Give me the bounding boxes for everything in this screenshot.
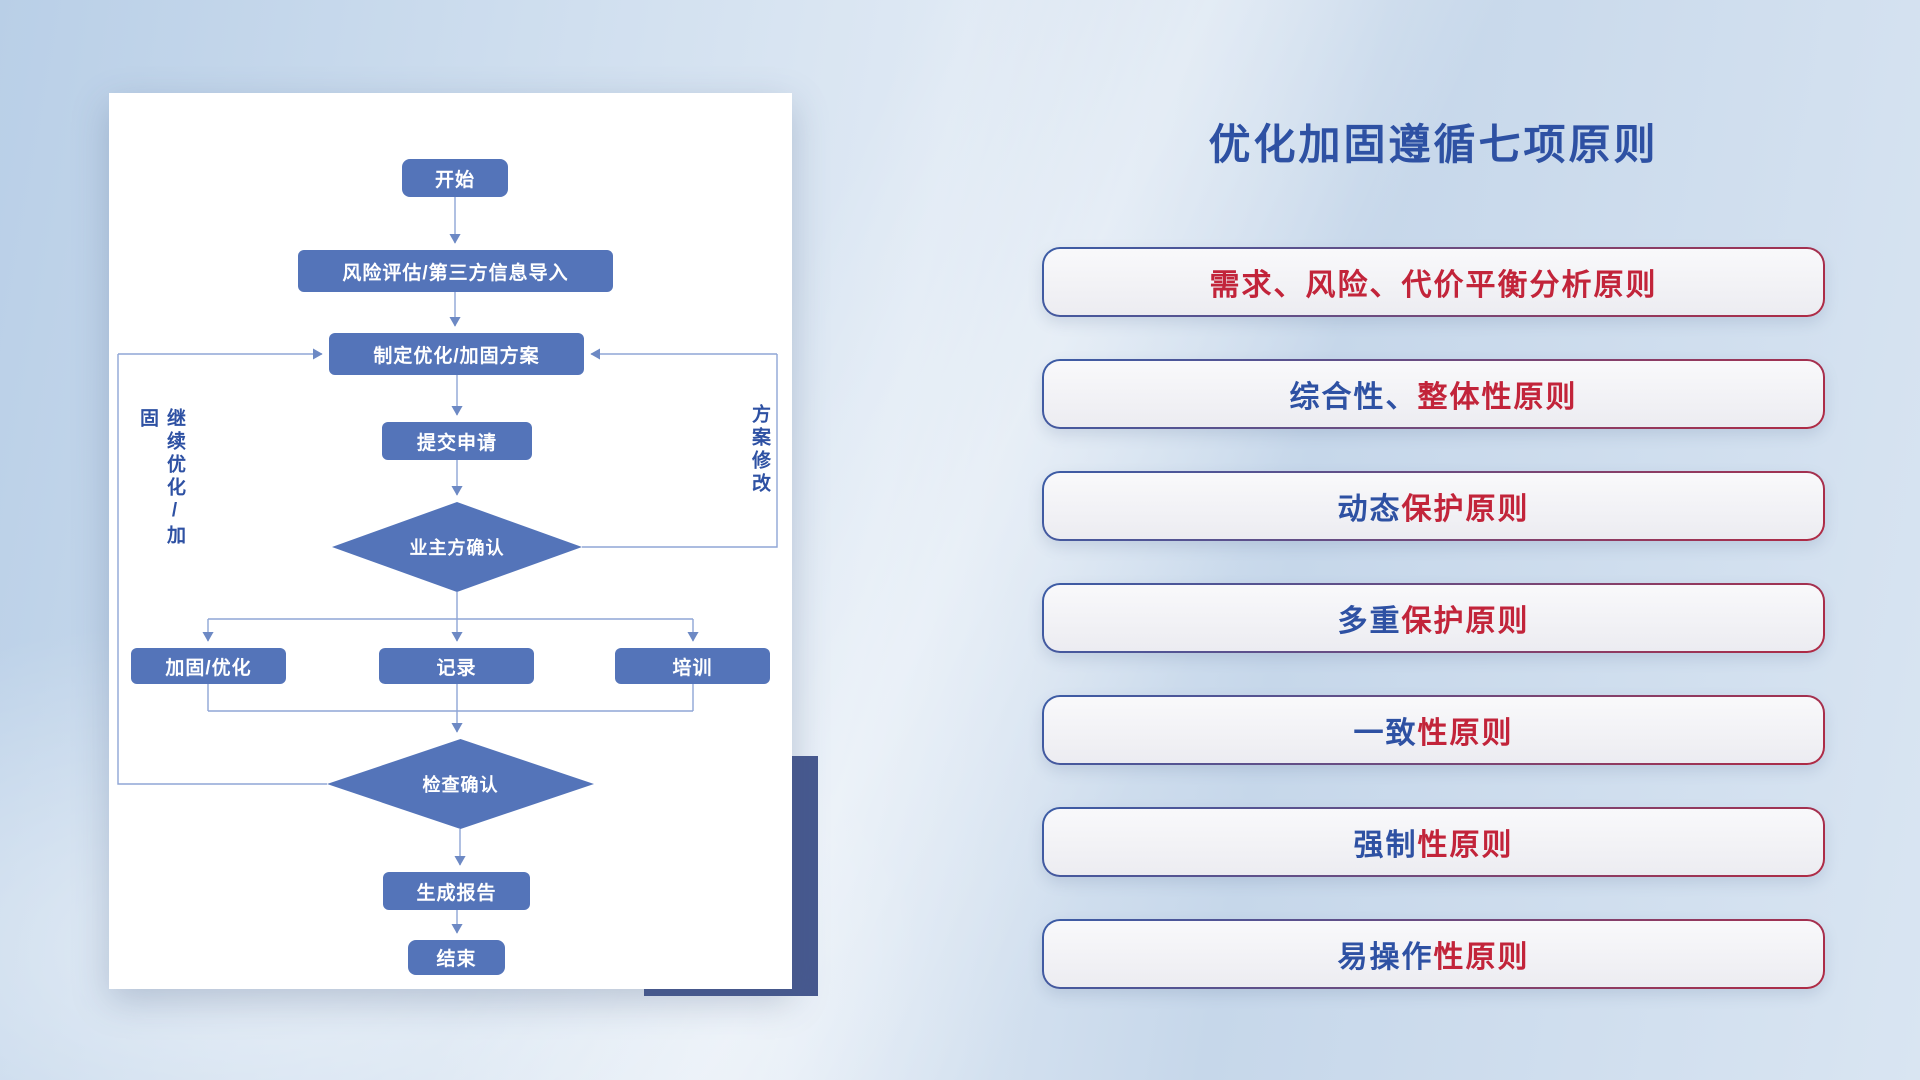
principle-text-blue: 动态 bbox=[1337, 493, 1402, 526]
principle-item-2: 综合性、整体性原则 bbox=[1042, 359, 1825, 429]
principle-item-5: 一致性原则 bbox=[1042, 695, 1825, 765]
flow-node-training: 培训 bbox=[615, 648, 770, 684]
flow-node-end: 结束 bbox=[408, 940, 505, 975]
principle-text-blue: 易操作 bbox=[1337, 941, 1434, 974]
flow-node-report: 生成报告 bbox=[383, 872, 530, 910]
connector-lines bbox=[117, 197, 778, 934]
principle-text-blue: 综合性、 bbox=[1289, 381, 1418, 414]
principle-item-3: 动态保护原则 bbox=[1042, 471, 1825, 541]
principle-text-red: 保护原则 bbox=[1401, 493, 1530, 526]
flow-node-risk-import: 风险评估/第三方信息导入 bbox=[298, 250, 613, 292]
flow-node-make-plan: 制定优化/加固方案 bbox=[329, 333, 584, 375]
loop-label-plan-modify: 方案修改 bbox=[749, 404, 770, 496]
principle-text-red: 保护原则 bbox=[1401, 605, 1530, 638]
flowchart-card: 开始 风险评估/第三方信息导入 制定优化/加固方案 提交申请 业主方确认 加固/… bbox=[109, 93, 792, 989]
principle-text-blue: 一致 bbox=[1353, 717, 1418, 750]
flow-node-reinforce: 加固/优化 bbox=[131, 648, 286, 684]
principle-item-6: 强制性原则 bbox=[1042, 807, 1825, 877]
principle-text-red: 需求、风险、代价平衡分析原则 bbox=[1209, 269, 1658, 302]
principle-item-7: 易操作性原则 bbox=[1042, 919, 1825, 989]
principle-text-red: 性原则 bbox=[1417, 717, 1514, 750]
principle-item-7-inner: 易操作性原则 bbox=[1044, 921, 1823, 987]
principle-text-red: 整体性原则 bbox=[1417, 381, 1578, 414]
principle-item-5-inner: 一致性原则 bbox=[1044, 697, 1823, 763]
principle-item-1-inner: 需求、风险、代价平衡分析原则 bbox=[1044, 249, 1823, 315]
principle-text-blue: 多重 bbox=[1337, 605, 1402, 638]
principle-item-1: 需求、风险、代价平衡分析原则 bbox=[1042, 247, 1825, 317]
flow-node-start: 开始 bbox=[402, 159, 508, 197]
principle-item-4: 多重保护原则 bbox=[1042, 583, 1825, 653]
principle-item-3-inner: 动态保护原则 bbox=[1044, 473, 1823, 539]
principle-item-6-inner: 强制性原则 bbox=[1044, 809, 1823, 875]
page-title: 优化加固遵循七项原则 bbox=[1208, 121, 1659, 168]
loop-label-continue-optimize: 继续优化/加固 bbox=[137, 408, 185, 548]
flowchart-connectors bbox=[117, 197, 778, 934]
flow-node-record: 记录 bbox=[379, 648, 534, 684]
principles-panel: 优化加固遵循七项原则 需求、风险、代价平衡分析原则 综合性、整体性原则 动态保护… bbox=[1042, 119, 1825, 989]
flow-node-submit: 提交申请 bbox=[382, 422, 532, 460]
principle-item-2-inner: 综合性、整体性原则 bbox=[1044, 361, 1823, 427]
principle-text-red: 性原则 bbox=[1417, 829, 1514, 862]
principle-item-4-inner: 多重保护原则 bbox=[1044, 585, 1823, 651]
principle-text-red: 性原则 bbox=[1433, 941, 1530, 974]
principle-text-blue: 强制 bbox=[1353, 829, 1418, 862]
